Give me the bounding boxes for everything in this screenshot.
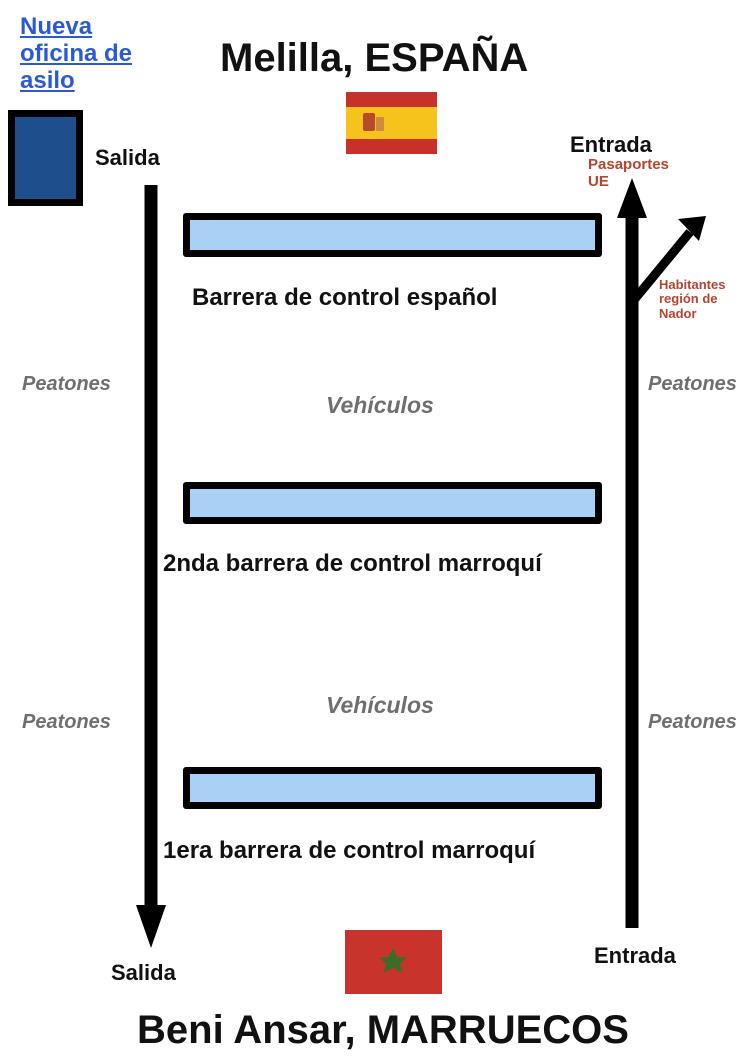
bottom-entry-label: Entrada — [594, 943, 676, 968]
spanish-control-barrier — [183, 213, 602, 257]
pedestrians-label-left-upper: Peatones — [22, 373, 111, 395]
nador-residents-annotation: Habitantes región de Nador — [659, 277, 726, 321]
top-title: Melilla, ESPAÑA — [220, 36, 529, 80]
moroccan-first-barrier-label: 1era barrera de control marroquí — [163, 837, 536, 864]
eu-passports-annotation: Pasaportes UE — [588, 156, 669, 190]
pedestrians-label-right-upper: Peatones — [648, 373, 737, 395]
pedestrians-label-left-lower: Peatones — [22, 711, 111, 733]
moroccan-second-barrier-label: 2nda barrera de control marroquí — [163, 550, 542, 577]
asylum-office-link-line2[interactable]: oficina de — [20, 40, 133, 67]
nador-branch-arrow — [630, 216, 706, 303]
star-icon — [379, 948, 407, 973]
nador-residents-line1: Habitantes — [659, 277, 726, 292]
pedestrians-label-right-lower: Peatones — [648, 711, 737, 733]
nador-residents-line3: Nador — [659, 305, 697, 321]
spain-flag — [346, 92, 437, 154]
top-entry-label: Entrada — [570, 132, 652, 157]
exit-arrow — [136, 185, 166, 948]
moroccan-second-barrier — [183, 482, 602, 524]
spanish-barrier-label: Barrera de control español — [192, 284, 498, 311]
vehicles-label-upper: Vehículos — [326, 392, 434, 418]
vehicles-label-lower: Vehículos — [326, 692, 434, 718]
moroccan-first-barrier — [183, 767, 602, 809]
entry-arrow — [617, 178, 647, 928]
top-exit-label: Salida — [95, 145, 160, 170]
eu-passports-line1: Pasaportes — [588, 156, 669, 173]
asylum-office-link-line1[interactable]: Nueva — [20, 13, 93, 40]
nador-residents-line2: región de — [659, 291, 718, 307]
eu-passports-line2: UE — [588, 172, 609, 190]
bottom-exit-label: Salida — [111, 960, 176, 985]
asylum-office-link-line3[interactable]: asilo — [20, 67, 75, 94]
asylum-office-link[interactable]: Nueva oficina de asilo — [20, 13, 170, 94]
bottom-title: Beni Ansar, MARRUECOS — [137, 1008, 629, 1052]
morocco-flag — [345, 930, 442, 994]
asylum-office-box — [8, 110, 83, 206]
